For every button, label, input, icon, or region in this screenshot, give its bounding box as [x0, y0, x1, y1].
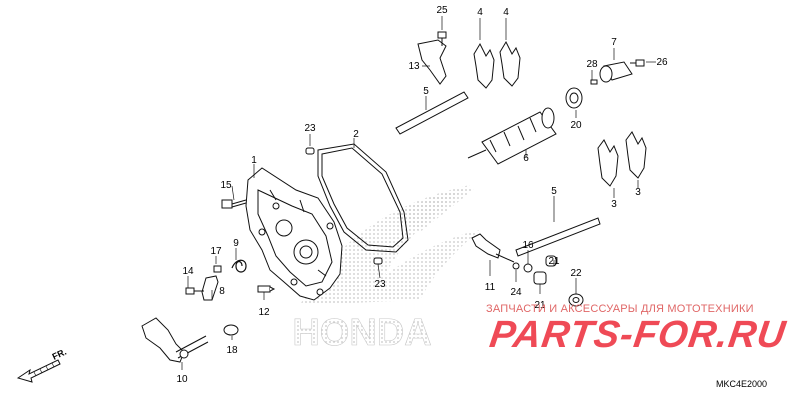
callout-18: 18 [226, 345, 238, 356]
honda-wing-logo: HONDA [292, 185, 480, 354]
part-7-drum-center [599, 61, 633, 83]
diagram-code: MKC4E2000 [716, 379, 768, 389]
callout-3: 3 [635, 187, 641, 198]
part-15-bolt [221, 199, 247, 209]
part-8-stopper-arm [201, 275, 219, 301]
callout-5: 5 [423, 86, 429, 97]
part-2-gasket [317, 143, 409, 253]
part-6-shift-drum [467, 107, 557, 165]
callout-14: 14 [182, 266, 194, 277]
callout-24: 24 [510, 287, 522, 298]
callout-21: 21 [534, 300, 546, 311]
part-25-bolt [437, 31, 447, 46]
callout-28: 28 [586, 59, 598, 70]
callout-23: 23 [304, 123, 316, 134]
part-21-collars [533, 255, 557, 285]
part-13-plate [417, 39, 447, 85]
part-1-crankcase-cover [245, 167, 343, 301]
callout-17: 17 [210, 246, 222, 257]
part-16-washer [523, 263, 533, 273]
part-5-fork-shafts [395, 91, 601, 257]
honda-logo-text: HONDA [292, 312, 431, 354]
callout-15: 15 [220, 180, 232, 191]
leader-lines [181, 16, 656, 370]
callout-12: 12 [258, 307, 270, 318]
direction-label: FR. [51, 347, 68, 362]
part-9-spring [231, 259, 247, 273]
callout-4: 4 [503, 7, 509, 18]
part-26-bolt [630, 59, 645, 67]
callout-4: 4 [477, 7, 483, 18]
part-3-shift-forks [597, 131, 647, 187]
callout-6: 6 [523, 153, 529, 164]
part-4-shift-forks [473, 40, 521, 89]
callout-2: 2 [353, 129, 359, 140]
callout-26: 26 [656, 57, 668, 68]
part-18-oil-seal [223, 324, 239, 336]
callout-23: 23 [374, 279, 386, 290]
callout-25: 25 [436, 5, 448, 16]
callout-16: 16 [522, 240, 534, 251]
shop-tagline: ЗАПЧАСТИ И АКСЕССУАРЫ ДЛЯ МОТОТЕХНИКИ [486, 303, 754, 315]
part-23-dowel-pins [305, 147, 383, 265]
part-22-seal [568, 293, 584, 307]
callout-9: 9 [233, 238, 239, 249]
callout-10: 10 [176, 374, 188, 385]
shop-name: PARTS-FOR.RU [487, 314, 789, 356]
part-24-clip [512, 262, 520, 270]
part-28-pin [590, 79, 598, 85]
part-17-collar [213, 265, 222, 273]
part-12-bolt [257, 285, 276, 293]
callout-21: 21 [548, 256, 560, 267]
callout-20: 20 [570, 120, 582, 131]
part-20-bearing [565, 87, 583, 109]
callout-8: 8 [219, 286, 225, 297]
part-11-shift-arm [471, 233, 515, 263]
part-10-shift-spindle [141, 317, 209, 363]
callout-7: 7 [611, 37, 617, 48]
callout-5: 5 [551, 186, 557, 197]
part-14-bolt [185, 287, 204, 295]
callout-22: 22 [570, 268, 582, 279]
callout-1: 1 [251, 155, 257, 166]
callout-labels: 25 4 4 13 7 28 26 5 20 23 2 6 1 15 3 3 5… [176, 5, 668, 385]
callout-3: 3 [611, 199, 617, 210]
callout-11: 11 [485, 282, 496, 293]
callout-13: 13 [408, 61, 420, 72]
front-direction-arrow: FR. [16, 347, 68, 383]
